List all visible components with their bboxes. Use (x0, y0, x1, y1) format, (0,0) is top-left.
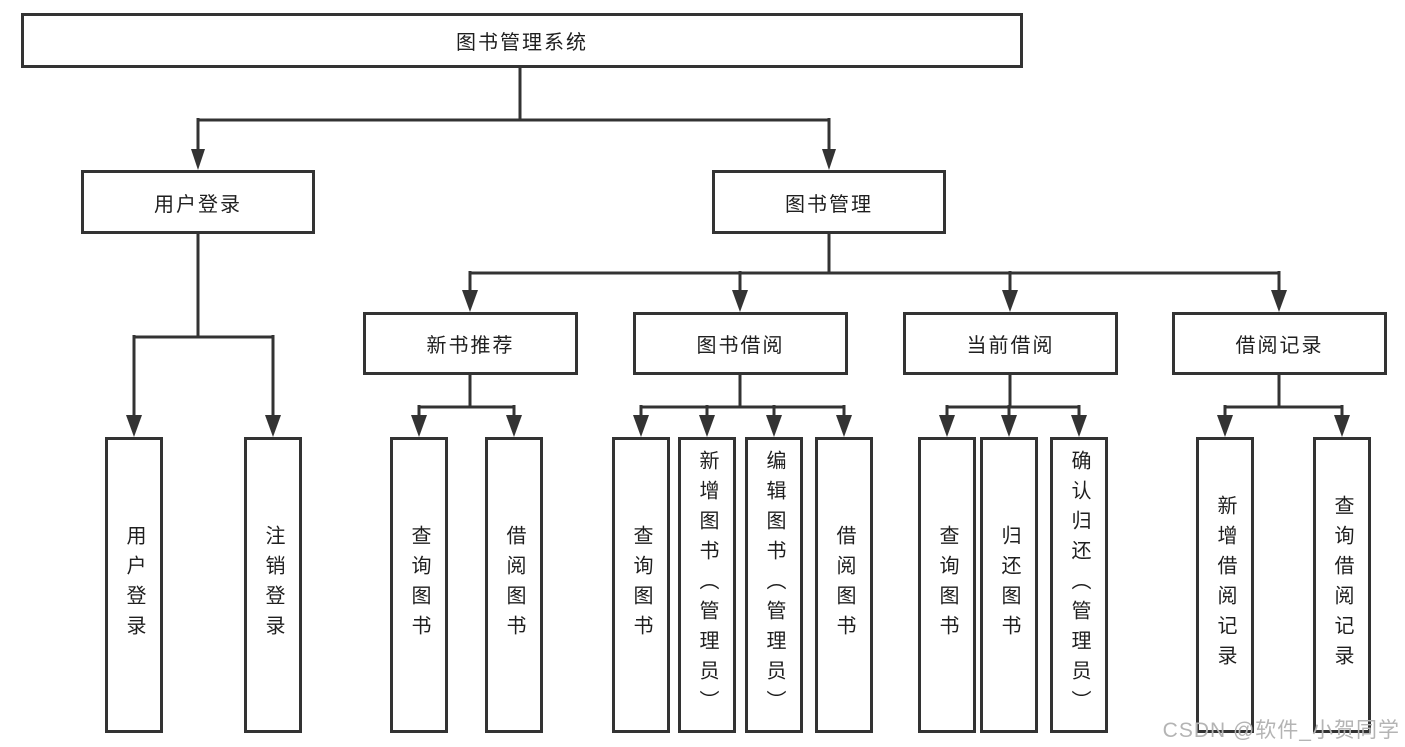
leaf-query-books-3: 查询图书 (918, 437, 976, 733)
node-root: 图书管理系统 (21, 13, 1023, 68)
leaf-return-book-label: 归还图书 (998, 525, 1020, 645)
connector-user-login-to-leaves (132, 234, 275, 418)
leaf-edit-book-admin: 编辑图书（管理员） (745, 437, 803, 733)
leaf-query-borrow-record: 查询借阅记录 (1313, 437, 1371, 733)
connector-borrow-records-to-leaves (1223, 375, 1344, 419)
connector-book-management-to-level3 (468, 234, 1281, 293)
leaf-user-login-label: 用户登录 (123, 525, 145, 645)
arrowheads (126, 149, 1350, 437)
arrow-down-icon (1001, 415, 1017, 437)
leaf-add-borrow-record-label: 新增借阅记录 (1214, 495, 1236, 675)
arrow-down-icon (822, 149, 836, 170)
arrow-down-icon (191, 149, 205, 170)
arrow-down-icon (126, 415, 142, 437)
node-book-borrowing: 图书借阅 (633, 312, 848, 375)
arrow-down-icon (265, 415, 281, 437)
node-book-management: 图书管理 (712, 170, 946, 234)
connector-book-borrowing-to-leaves (639, 375, 846, 419)
csdn-watermark: CSDN @软件_小贺同学 (1162, 719, 1400, 742)
leaf-borrow-books-1-label: 借阅图书 (503, 525, 525, 645)
leaf-add-book-admin-label: 新增图书（管理员） (696, 450, 718, 720)
arrow-down-icon (1271, 290, 1287, 312)
node-new-book-recommend-label: 新书推荐 (426, 335, 515, 357)
arrow-down-icon (1217, 415, 1233, 437)
node-current-borrowing-label: 当前借阅 (966, 335, 1055, 357)
leaf-logout: 注销登录 (244, 437, 302, 733)
arrow-down-icon (506, 415, 522, 437)
leaf-logout-label: 注销登录 (262, 525, 284, 645)
node-borrow-records: 借阅记录 (1172, 312, 1387, 375)
arrow-down-icon (699, 415, 715, 437)
connector-current-borrowing-to-leaves (945, 375, 1081, 419)
leaf-add-book-admin: 新增图书（管理员） (678, 437, 736, 733)
leaf-add-borrow-record: 新增借阅记录 (1196, 437, 1254, 733)
connector-root-to-level2 (196, 68, 831, 152)
node-new-book-recommend: 新书推荐 (363, 312, 578, 375)
leaf-confirm-return-admin: 确认归还（管理员） (1050, 437, 1108, 733)
arrow-down-icon (462, 290, 478, 312)
arrow-down-icon (836, 415, 852, 437)
arrow-down-icon (1002, 290, 1018, 312)
leaf-query-books-2-label: 查询图书 (630, 525, 652, 645)
leaf-query-books-2: 查询图书 (612, 437, 670, 733)
node-book-management-label: 图书管理 (785, 193, 873, 216)
leaf-user-login: 用户登录 (105, 437, 163, 733)
arrow-down-icon (1334, 415, 1350, 437)
node-book-borrowing-label: 图书借阅 (696, 335, 785, 357)
leaf-query-borrow-record-label: 查询借阅记录 (1331, 495, 1353, 675)
arrow-down-icon (1071, 415, 1087, 437)
node-root-label: 图书管理系统 (456, 32, 588, 54)
node-current-borrowing: 当前借阅 (903, 312, 1118, 375)
node-borrow-records-label: 借阅记录 (1235, 335, 1324, 357)
leaf-borrow-books-2: 借阅图书 (815, 437, 873, 733)
leaf-confirm-return-admin-label: 确认归还（管理员） (1068, 450, 1090, 720)
leaf-query-books-1: 查询图书 (390, 437, 448, 733)
leaf-borrow-books-2-label: 借阅图书 (833, 525, 855, 645)
connector-new-book-recommend-to-leaves (417, 375, 516, 419)
leaf-query-books-3-label: 查询图书 (936, 525, 958, 645)
leaf-query-books-1-label: 查询图书 (408, 525, 430, 645)
node-user-login-label: 用户登录 (154, 193, 242, 216)
arrow-down-icon (766, 415, 782, 437)
leaf-return-book: 归还图书 (980, 437, 1038, 733)
arrow-down-icon (411, 415, 427, 437)
arrow-down-icon (939, 415, 955, 437)
arrow-down-icon (633, 415, 649, 437)
leaf-borrow-books-1: 借阅图书 (485, 437, 543, 733)
leaf-edit-book-admin-label: 编辑图书（管理员） (763, 450, 785, 720)
node-user-login: 用户登录 (81, 170, 315, 234)
arrow-down-icon (732, 290, 748, 312)
